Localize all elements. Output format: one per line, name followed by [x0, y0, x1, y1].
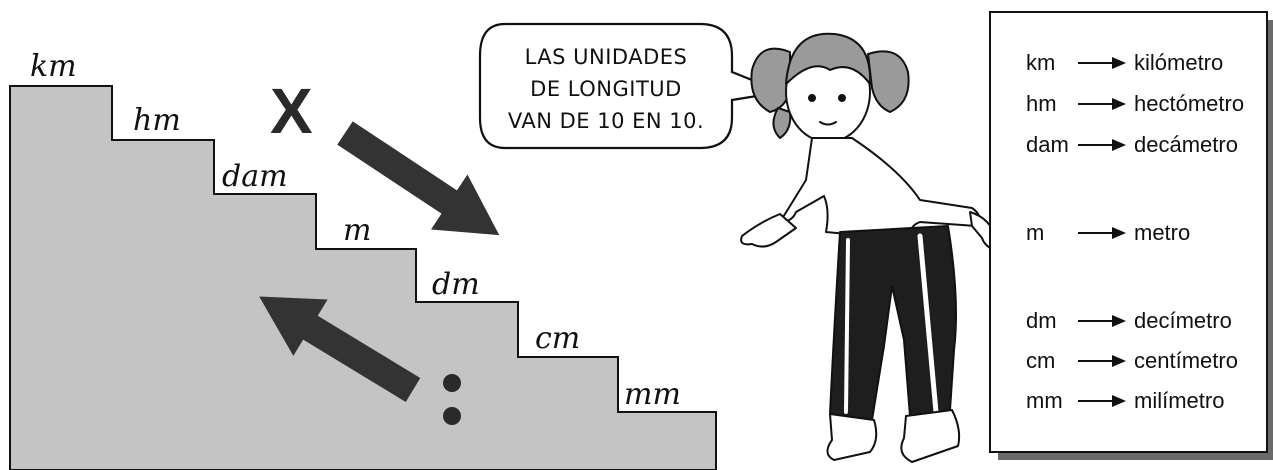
step-label-mm: mm [624, 377, 681, 412]
step-label-hm: hm [133, 103, 181, 138]
speech-bubble: LAS UNIDADES DE LONGITUD VAN DE 10 EN 10… [478, 22, 787, 150]
bubble-line-3: VAN DE 10 EN 10. [508, 109, 704, 133]
right-arrow-icon [1078, 98, 1126, 110]
arrow-up-left-icon [259, 296, 421, 402]
unit-abbr-m: m [1026, 220, 1044, 245]
unit-abbr-km: km [1026, 50, 1055, 75]
right-arrow-icon [1078, 315, 1126, 327]
divide-symbol [443, 374, 461, 425]
unit-name-kilometro: kilómetro [1134, 50, 1223, 75]
unit-row: dm decímetro [1026, 308, 1232, 333]
unit-abbr-hm: hm [1026, 91, 1057, 116]
units-card [989, 11, 1268, 453]
step-label-m: m [343, 213, 371, 248]
unit-row: mm milímetro [1026, 388, 1224, 413]
unit-row: km kilómetro [1026, 50, 1223, 75]
unit-row: cm centímetro [1026, 348, 1238, 373]
step-label-dm: dm [432, 267, 480, 302]
right-arrow-icon [1078, 395, 1126, 407]
multiply-symbol: X [270, 75, 313, 147]
right-arrow-icon [1078, 227, 1126, 239]
step-label-cm: cm [535, 321, 580, 356]
unit-abbr-dm: dm [1026, 308, 1057, 333]
unit-row: hm hectómetro [1026, 91, 1244, 116]
unit-row: dam decámetro [1026, 132, 1238, 157]
arrow-down-right-icon [337, 121, 500, 236]
unit-name-decimetro: decímetro [1134, 308, 1232, 333]
unit-name-decametro: decámetro [1134, 132, 1238, 157]
step-label-dam: dam [222, 159, 288, 194]
girl-character [740, 32, 999, 463]
right-arrow-icon [1078, 139, 1126, 151]
unit-row: m metro [1026, 220, 1190, 245]
unit-name-metro: metro [1134, 220, 1190, 245]
staircase [9, 85, 717, 470]
right-arrow-icon [1078, 355, 1126, 367]
unit-abbr-cm: cm [1026, 348, 1055, 373]
right-arrow-icon [1078, 57, 1126, 69]
unit-name-centimetro: centímetro [1134, 348, 1238, 373]
unit-name-hectometro: hectómetro [1134, 91, 1244, 116]
unit-abbr-mm: mm [1026, 388, 1063, 413]
bubble-line-2: DE LONGITUD [530, 77, 682, 101]
bubble-line-1: LAS UNIDADES [525, 45, 688, 69]
step-label-km: km [30, 49, 77, 84]
unit-abbr-dam: dam [1026, 132, 1069, 157]
unit-name-milimetro: milímetro [1134, 388, 1224, 413]
